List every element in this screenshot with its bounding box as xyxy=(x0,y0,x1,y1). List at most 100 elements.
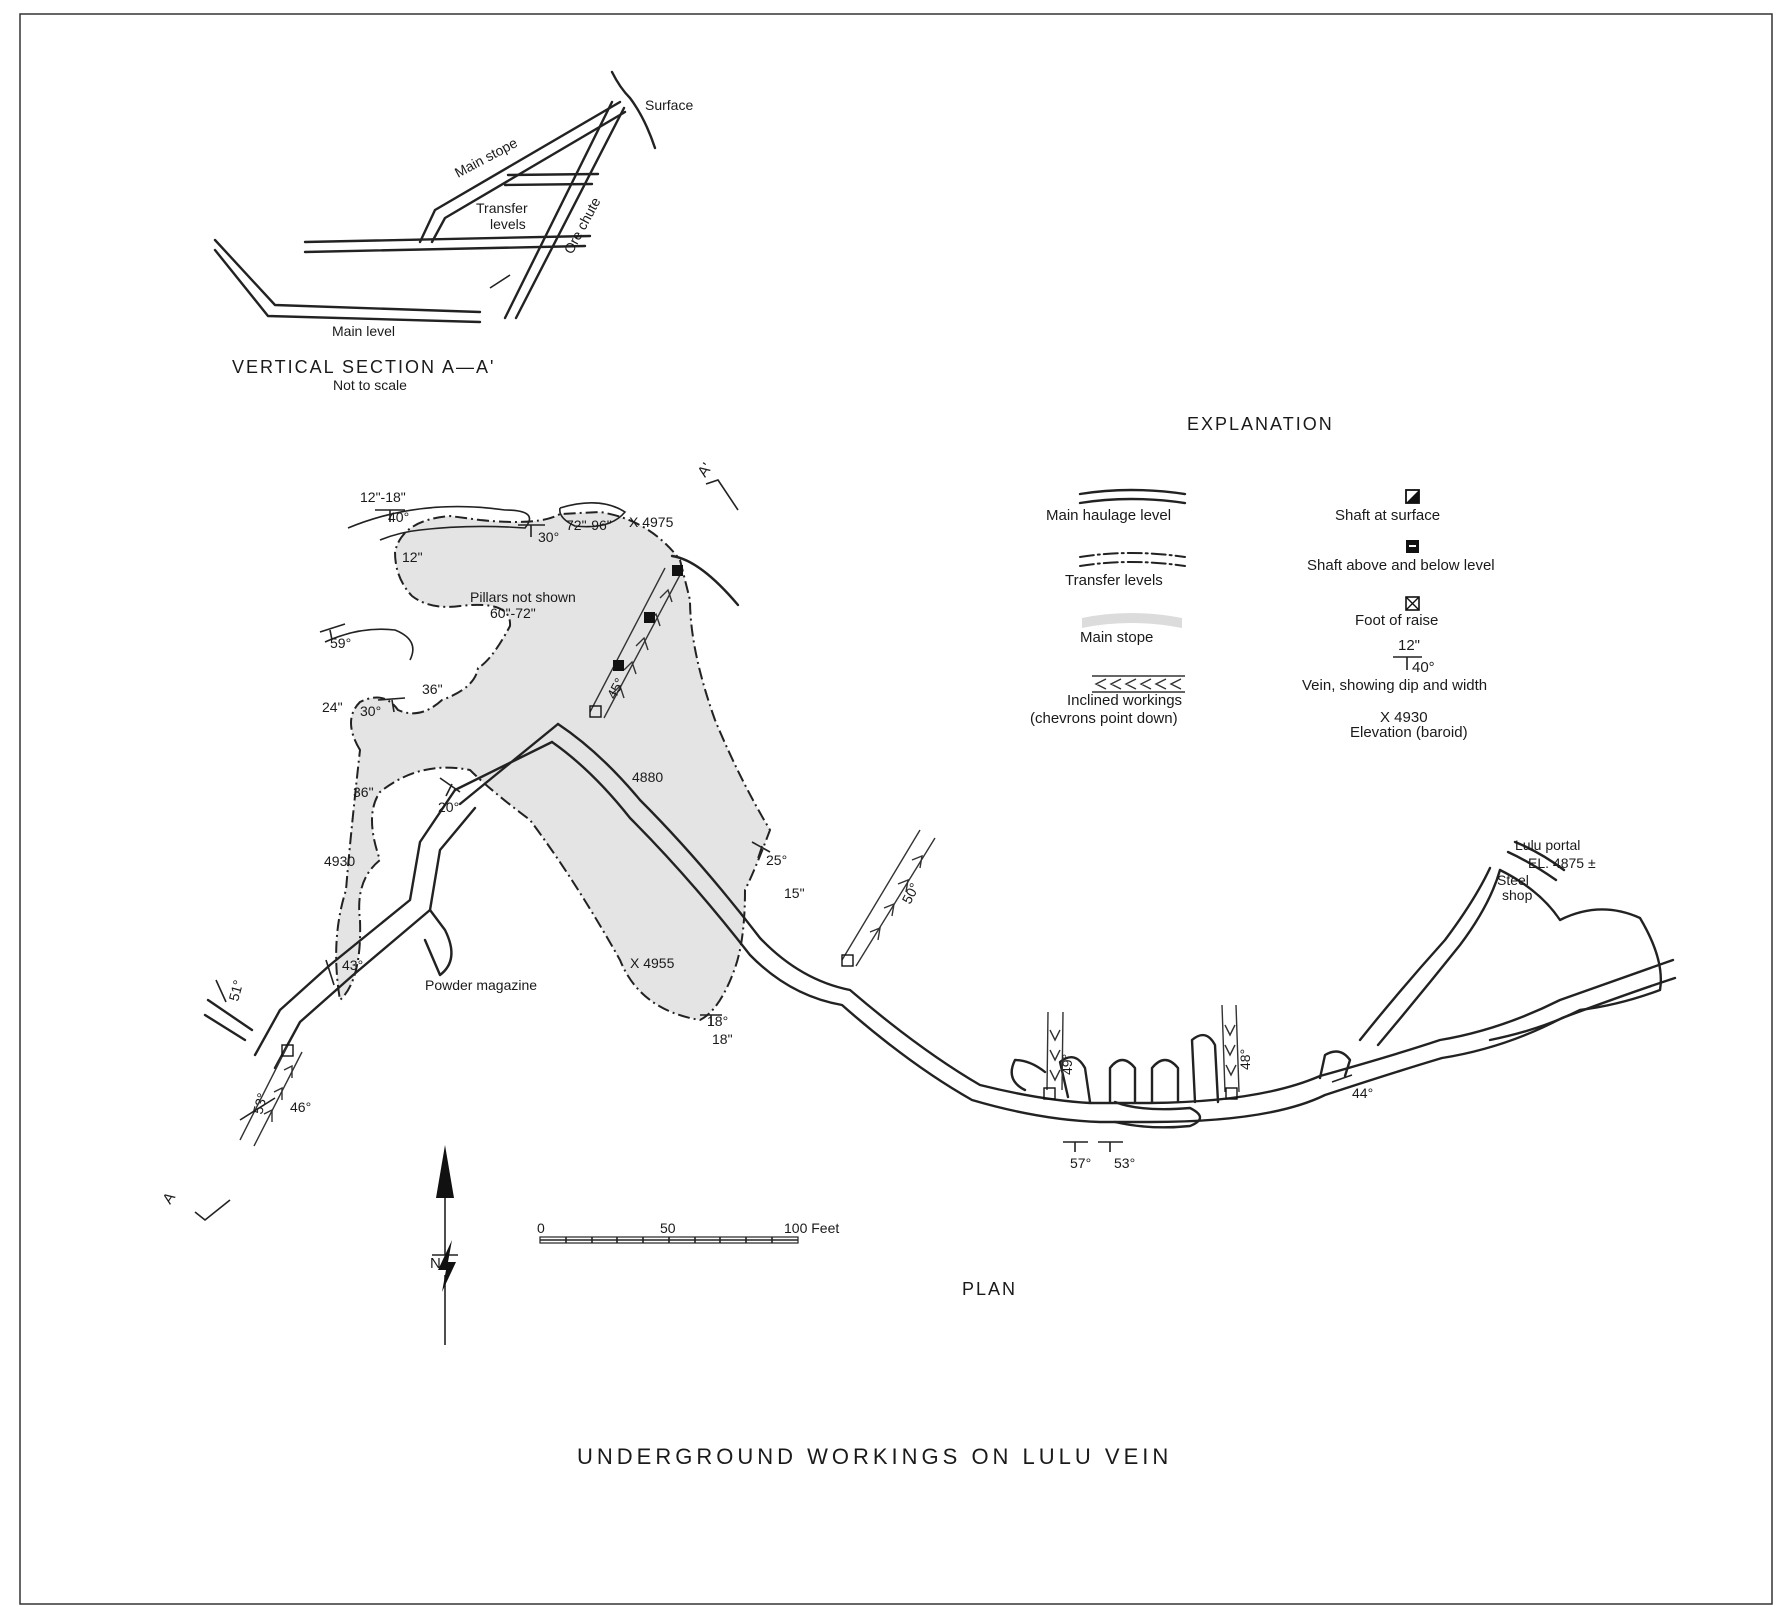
legend-vein-width: 12" xyxy=(1398,637,1420,654)
legend-stope-label: Main stope xyxy=(1080,629,1153,646)
explanation-legend: EXPLANATION Main haulage level Transfer … xyxy=(1030,414,1495,741)
width-label-3: 12" xyxy=(402,549,423,565)
shaft-at-surface-icon xyxy=(672,565,683,576)
dip-label-11: 53° xyxy=(249,1091,270,1116)
width-label-7: 15" xyxy=(784,885,805,901)
portal-label-1: Lulu portal xyxy=(1515,837,1580,853)
plan-map: A' A 12"-18" 40° 30° 72"-96" X 4975 12" … xyxy=(159,460,1677,1345)
legend-shaft-surface-label: Shaft at surface xyxy=(1335,507,1440,524)
stub-2 xyxy=(1058,1056,1092,1104)
section-line-a xyxy=(194,1199,231,1222)
incline-49-rails xyxy=(1046,1011,1064,1091)
legend-incline-chevrons xyxy=(1094,678,1182,690)
dip-label-9: 43° xyxy=(342,957,363,973)
section-line-a-prime xyxy=(705,479,739,511)
incline-45-rails xyxy=(589,567,681,719)
dip-label-1: 40° xyxy=(388,509,409,525)
portal-adit xyxy=(1506,840,1566,882)
legend-vein-symbol xyxy=(1393,656,1422,670)
incline-sw-chevrons xyxy=(263,1064,293,1122)
plan-label: PLAN xyxy=(962,1279,1017,1299)
upper-level-shape xyxy=(303,234,592,254)
dip-label-18: 44° xyxy=(1352,1085,1373,1101)
north-arrow-icon xyxy=(436,1145,454,1198)
north-arrow-bolt-icon xyxy=(438,1240,456,1292)
raise-icon-4 xyxy=(1225,1087,1238,1100)
map-title: UNDERGROUND WORKINGS ON LULU VEIN xyxy=(577,1444,1172,1469)
dip-symbol-12 xyxy=(1331,1074,1353,1083)
stub-1 xyxy=(1010,1058,1047,1092)
haulage-west-branch xyxy=(253,788,477,1070)
width-label-6: 36" xyxy=(353,784,374,800)
surface-line xyxy=(610,70,657,150)
dip-symbol-10 xyxy=(1063,1141,1088,1152)
dip-label-7: 25° xyxy=(766,852,787,868)
dip-symbol-7 xyxy=(325,959,335,986)
dip-symbol-3 xyxy=(319,623,346,641)
dip-label-16: 57° xyxy=(1070,1155,1091,1171)
dip-label-4: 30° xyxy=(360,703,381,719)
section-subtitle: Not to scale xyxy=(333,377,407,393)
legend-haulage-symbol-bottom xyxy=(1078,497,1187,505)
legend-raise-icon-cross xyxy=(1405,596,1420,611)
ore-chute-shape xyxy=(503,100,626,320)
legend-raise-icon xyxy=(1405,596,1420,611)
transfer-level-shape xyxy=(503,172,600,187)
main-level-label: Main level xyxy=(332,323,395,339)
pillars-label-1: Pillars not shown xyxy=(470,589,576,605)
incline-48-chevrons xyxy=(1224,1024,1237,1077)
scale-bar: 0 50 100 Feet xyxy=(537,1220,839,1244)
dip-symbol-2 xyxy=(518,524,545,537)
transfer-levels-label-2: levels xyxy=(490,216,526,232)
legend-vein-label: Vein, showing dip and width xyxy=(1302,677,1487,694)
incline-45-chevrons xyxy=(611,588,673,699)
dip-label-3: 59° xyxy=(330,635,351,651)
legend-raise-label: Foot of raise xyxy=(1355,612,1438,629)
section-title: VERTICAL SECTION A—A' xyxy=(232,357,496,377)
dip-symbol-1 xyxy=(375,509,405,522)
main-stope-shape xyxy=(418,100,627,244)
dip-symbol-8 xyxy=(215,979,227,1003)
legend-incline-label-2: (chevrons point down) xyxy=(1030,710,1178,727)
dip-label-17: 53° xyxy=(1114,1155,1135,1171)
legend-shaft-level-label: Shaft above and below level xyxy=(1307,557,1495,574)
dip-symbol-9 xyxy=(700,1014,722,1026)
scale-bar-ticks xyxy=(540,1237,798,1243)
map-border xyxy=(19,13,1773,1605)
north-stope-lobe xyxy=(347,505,531,541)
legend-haulage-symbol-top xyxy=(1078,488,1187,496)
raise-icon-2 xyxy=(841,954,854,967)
legend-transfer-symbol-top xyxy=(1079,552,1186,558)
dip-symbol-13 xyxy=(239,1097,276,1121)
stub-4 xyxy=(1150,1058,1180,1104)
haulage-north-end xyxy=(670,554,740,607)
width-label-1: 12"-18" xyxy=(360,489,406,505)
scale-hundred-label: 100 Feet xyxy=(784,1220,839,1236)
transfer-levels-label-1: Transfer xyxy=(476,200,528,216)
main-stope-area xyxy=(335,510,772,1022)
dip-label-15: 48° xyxy=(1237,1049,1253,1070)
incline-49-chevrons xyxy=(1049,1029,1061,1082)
stub-3 xyxy=(1108,1058,1137,1104)
legend-stope-symbol xyxy=(1082,613,1182,628)
scale-zero-label: 0 xyxy=(537,1220,545,1236)
stub-5 xyxy=(1190,1033,1220,1104)
steel-shop-label-2: shop xyxy=(1502,887,1533,903)
raise-icon-5 xyxy=(281,1044,294,1057)
portal-yard xyxy=(1488,868,1662,1042)
shaft-level-icon-2 xyxy=(613,660,624,671)
dip-symbol-6 xyxy=(751,841,771,859)
dip-label-2: 30° xyxy=(538,529,559,545)
legend-vein-dip: 40° xyxy=(1412,659,1435,676)
incline-48-rails xyxy=(1221,1004,1240,1093)
width-label-2: 72"-96" xyxy=(566,517,612,533)
powder-magazine-label: Powder magazine xyxy=(425,977,537,993)
width-label-4: 24" xyxy=(322,699,343,715)
surface-label: Surface xyxy=(645,97,693,113)
legend-transfer-symbol-bottom xyxy=(1079,561,1186,567)
haulage-south-bulge xyxy=(1113,1100,1202,1129)
dip-label-13: 18° xyxy=(707,1013,728,1029)
